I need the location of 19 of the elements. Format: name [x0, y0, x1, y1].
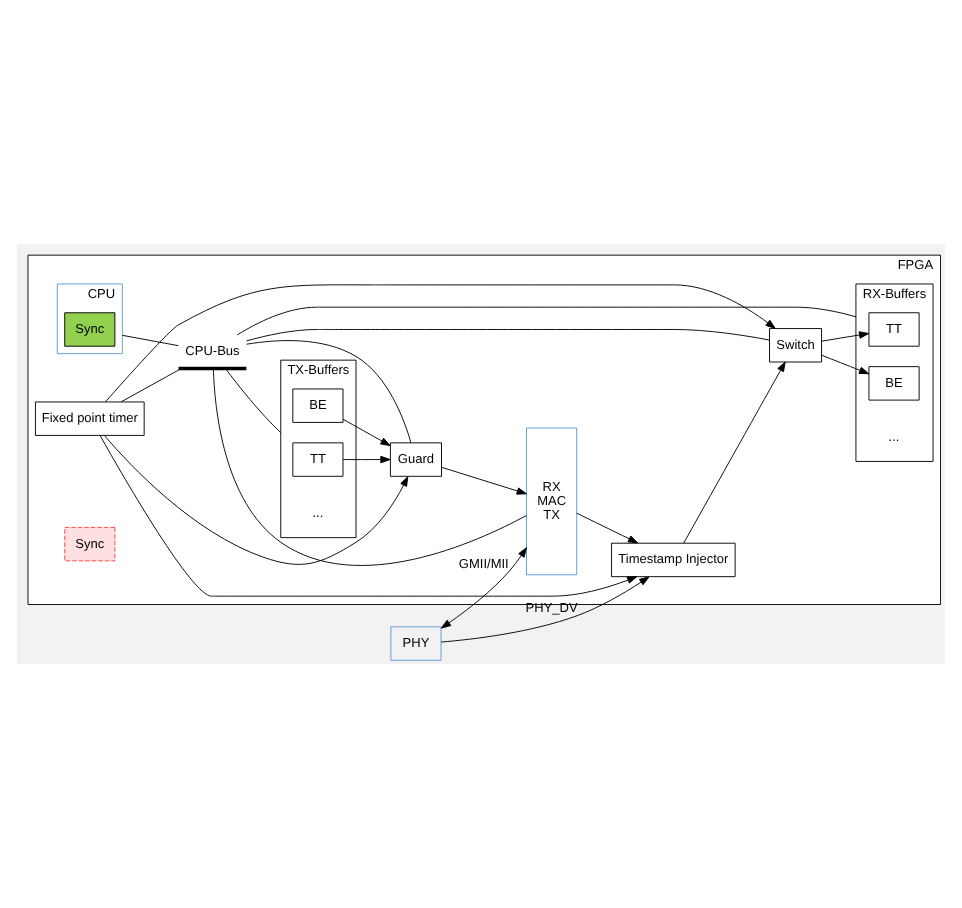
arrow — [821, 354, 870, 375]
connector — [121, 334, 179, 347]
arrow — [342, 455, 391, 464]
arrow — [441, 466, 527, 495]
connector — [120, 368, 182, 403]
connector — [236, 306, 857, 336]
connector — [246, 329, 770, 342]
arrow — [576, 512, 639, 544]
arrow — [683, 361, 786, 544]
arrow — [99, 435, 638, 597]
arrow — [440, 576, 650, 643]
connector — [246, 340, 412, 444]
arrow — [103, 435, 409, 565]
connector — [225, 368, 282, 434]
arrow — [821, 331, 870, 342]
connector — [212, 368, 527, 566]
arrow — [342, 418, 391, 447]
arrow — [440, 547, 527, 629]
arrow — [105, 284, 776, 403]
